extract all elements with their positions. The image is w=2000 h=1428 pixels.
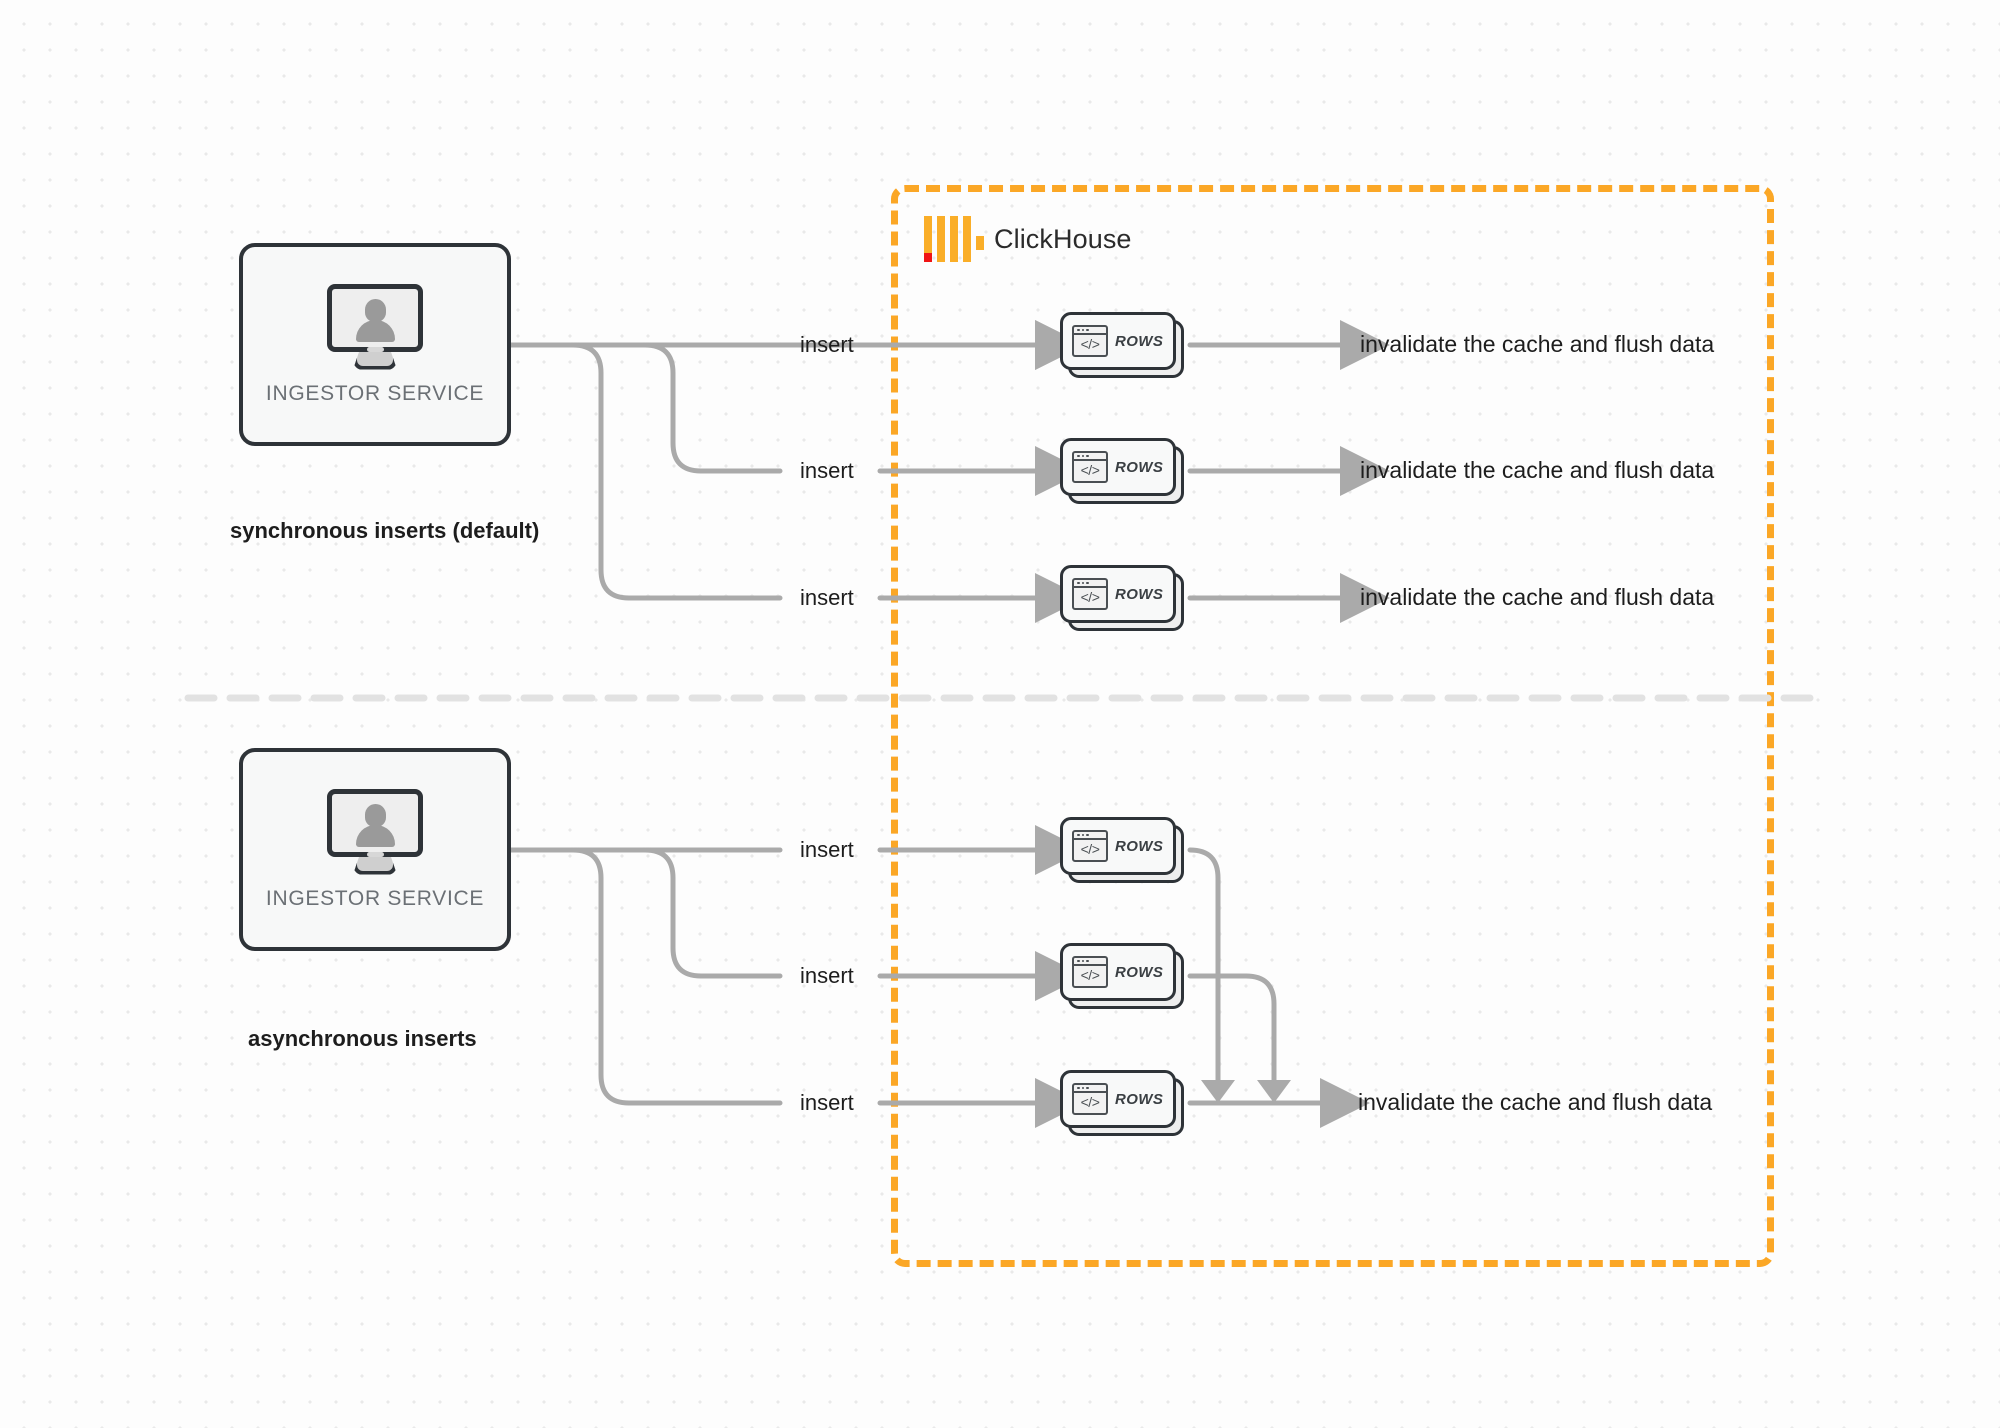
rows-card-label: ROWS bbox=[1115, 332, 1164, 350]
ingestor-service-label: INGESTOR SERVICE bbox=[265, 381, 485, 405]
insert-label-async-3: insert bbox=[800, 1090, 854, 1115]
rows-card-label: ROWS bbox=[1115, 837, 1164, 855]
result-label-sync-3: invalidate the cache and flush data bbox=[1360, 584, 1715, 610]
insert-label-async-2: insert bbox=[800, 963, 854, 988]
section-caption-asynchronous: asynchronous inserts bbox=[248, 1026, 477, 1051]
rows-card-async-1[interactable]: </> ROWS bbox=[1060, 817, 1184, 883]
monitor-user-icon bbox=[327, 788, 423, 875]
rows-card-label: ROWS bbox=[1115, 1090, 1164, 1108]
clickhouse-boundary bbox=[891, 185, 1774, 1267]
insert-label-sync-3: insert bbox=[800, 585, 854, 610]
result-label-sync-1: invalidate the cache and flush data bbox=[1360, 331, 1715, 357]
insert-label-sync-2: insert bbox=[800, 458, 854, 483]
rows-card-sync-2[interactable]: </> ROWS bbox=[1060, 438, 1184, 504]
monitor-user-icon bbox=[327, 283, 423, 370]
rows-card-label: ROWS bbox=[1115, 963, 1164, 981]
code-window-icon: </> bbox=[1072, 325, 1108, 357]
ingestor-service-label: INGESTOR SERVICE bbox=[265, 886, 485, 910]
code-window-icon: </> bbox=[1072, 451, 1108, 483]
code-window-icon: </> bbox=[1072, 956, 1108, 988]
rows-card-async-3[interactable]: </> ROWS bbox=[1060, 1070, 1184, 1136]
rows-card-sync-1[interactable]: </> ROWS bbox=[1060, 312, 1184, 378]
code-window-icon: </> bbox=[1072, 1083, 1108, 1115]
code-window-icon: </> bbox=[1072, 578, 1108, 610]
rows-card-async-2[interactable]: </> ROWS bbox=[1060, 943, 1184, 1009]
insert-label-async-1: insert bbox=[800, 837, 854, 862]
ingestor-service-node-sync[interactable]: INGESTOR SERVICE bbox=[239, 243, 511, 446]
result-label-sync-2: invalidate the cache and flush data bbox=[1360, 457, 1715, 483]
clickhouse-logo-group: ClickHouse bbox=[924, 216, 1132, 262]
clickhouse-label: ClickHouse bbox=[994, 223, 1132, 254]
rows-card-label: ROWS bbox=[1115, 585, 1164, 603]
code-window-icon: </> bbox=[1072, 830, 1108, 862]
clickhouse-bars-icon bbox=[924, 216, 984, 262]
ingestor-service-node-async[interactable]: INGESTOR SERVICE bbox=[239, 748, 511, 951]
rows-card-label: ROWS bbox=[1115, 458, 1164, 476]
insert-label-sync-1: insert bbox=[800, 332, 854, 357]
rows-card-sync-3[interactable]: </> ROWS bbox=[1060, 565, 1184, 631]
section-caption-synchronous: synchronous inserts (default) bbox=[230, 518, 540, 543]
result-label-async-merged: invalidate the cache and flush data bbox=[1358, 1089, 1713, 1115]
